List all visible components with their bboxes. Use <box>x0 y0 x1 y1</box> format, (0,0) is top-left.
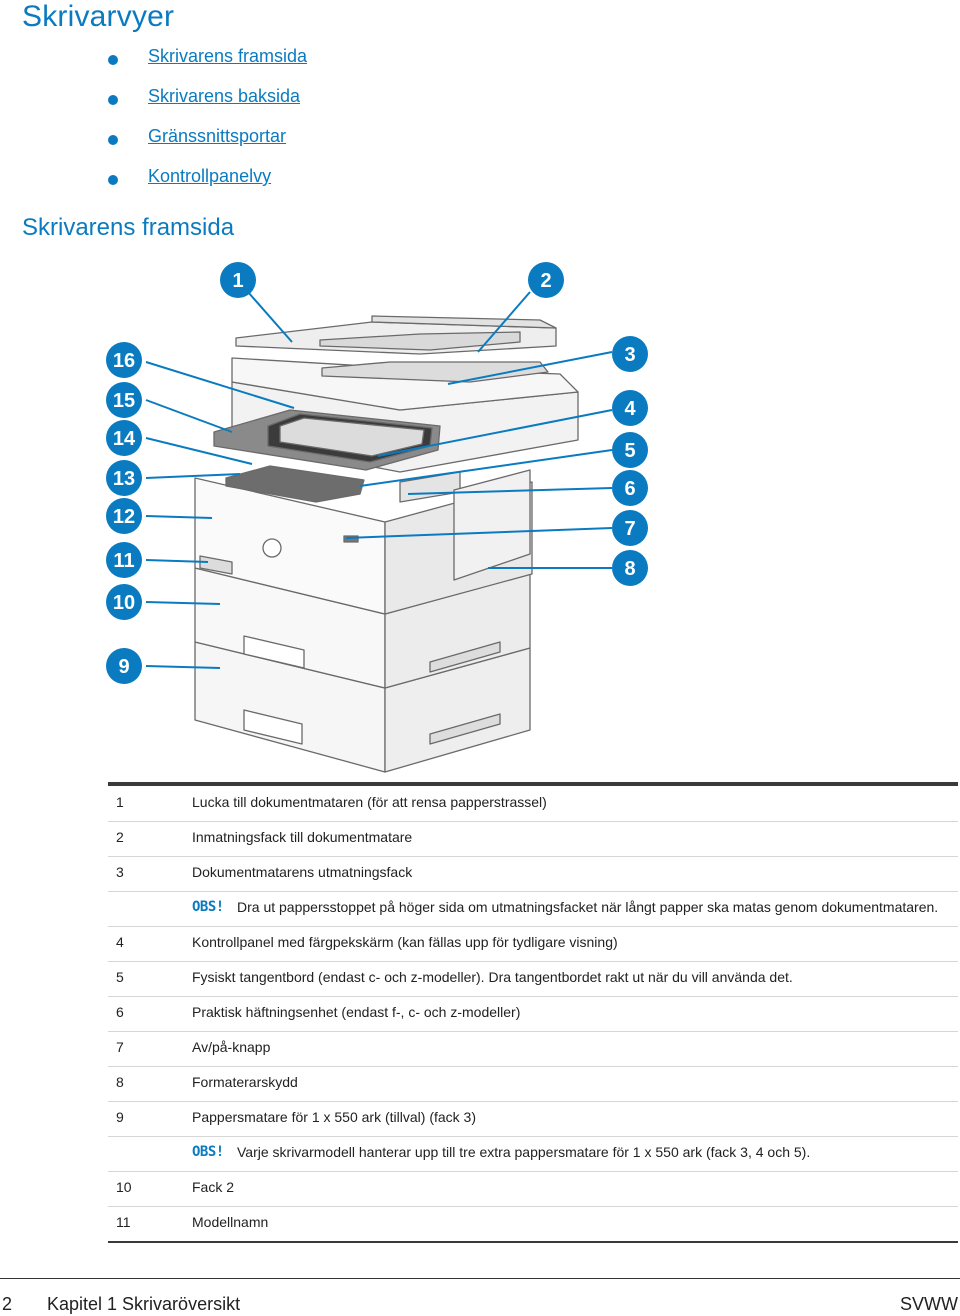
table-row: 8 Formaterarskydd <box>108 1066 958 1102</box>
row-number: 9 <box>116 1109 124 1125</box>
callout-3 <box>612 336 648 372</box>
callout-label: 11 <box>113 550 134 572</box>
row-description: Av/på-knapp <box>192 1039 271 1055</box>
row-number: 8 <box>116 1074 124 1090</box>
note-text: Varje skrivarmodell hanterar upp till tr… <box>237 1144 811 1160</box>
row-description: Fack 2 <box>192 1179 235 1195</box>
note-text: Dra ut pappersstoppet på höger sida om u… <box>237 899 939 915</box>
table-bottom-rule <box>108 1241 958 1243</box>
callout-11 <box>106 542 142 578</box>
printer-illustration: 1 2 3 4 5 6 7 8 9 10 11 12 13 14 15 16 <box>106 262 648 773</box>
callout-label: 10 <box>113 592 135 614</box>
callout-label: 9 <box>118 656 129 678</box>
row-number: 2 <box>116 829 124 845</box>
callout-label: 13 <box>113 468 135 490</box>
callout-label: 16 <box>113 350 135 372</box>
row-number: 11 <box>116 1214 131 1230</box>
row-description: Formaterarskydd <box>192 1074 298 1090</box>
callout-label: 2 <box>540 270 551 292</box>
table-row: 3 Dokumentmatarens utmatningsfack <box>108 856 958 892</box>
row-number: 3 <box>116 864 124 880</box>
row-number: 4 <box>116 934 124 950</box>
bullet-icon <box>108 55 118 65</box>
callout-label: 3 <box>624 344 635 366</box>
callout-1 <box>220 262 256 298</box>
toc-link-front[interactable]: Skrivarens framsida <box>148 46 308 66</box>
table-row: 4 Kontrollpanel med färgpekskärm (kan fä… <box>108 926 958 962</box>
bullet-icon <box>108 135 118 145</box>
callout-16 <box>106 342 142 378</box>
row-number: 1 <box>116 794 124 810</box>
toc-link-control-panel[interactable]: Kontrollpanelvy <box>148 166 272 186</box>
callout-10 <box>106 584 142 620</box>
callout-8 <box>612 550 648 586</box>
table-row: 1 Lucka till dokumentmataren (för att re… <box>108 786 958 822</box>
callout-label: 4 <box>624 398 636 420</box>
callout-12 <box>106 498 142 534</box>
leader-lines <box>145 291 613 669</box>
callout-14 <box>106 420 142 456</box>
callout-label: 5 <box>624 440 635 462</box>
callout-7 <box>612 510 648 546</box>
table-row: 7 Av/på-knapp <box>108 1031 958 1067</box>
page-number: 2 <box>2 1294 13 1314</box>
table-row: 2 Inmatningsfack till dokumentmatare <box>108 821 958 857</box>
bullet-icon <box>108 95 118 105</box>
row-description: Lucka till dokumentmataren (för att rens… <box>192 794 547 810</box>
table-row: 5 Fysiskt tangentbord (endast c- och z-m… <box>108 961 958 997</box>
callout-label: 14 <box>113 428 136 450</box>
table-row: 6 Praktisk häftningsenhet (endast f-, c-… <box>108 996 958 1032</box>
row-description: Modellnamn <box>192 1214 269 1230</box>
row-description: Praktisk häftningsenhet (endast f-, c- o… <box>192 1004 521 1020</box>
callout-labels: 1 2 3 4 5 6 7 8 9 10 11 12 13 14 15 16 <box>113 270 637 678</box>
toc-link-back[interactable]: Skrivarens baksida <box>148 86 301 106</box>
bullet-icon <box>108 175 118 185</box>
callout-label: 6 <box>624 478 635 500</box>
footer-chapter: Kapitel 1 Skrivaröversikt <box>47 1294 241 1314</box>
table-row: 9 Pappersmatare för 1 x 550 ark (tillval… <box>108 1101 958 1137</box>
callout-13 <box>106 460 142 496</box>
callout-2 <box>528 262 564 298</box>
callout-label: 7 <box>624 518 635 540</box>
callout-label: 12 <box>113 506 135 528</box>
page-title: Skrivarvyer <box>22 0 175 33</box>
table-row: 11 Modellnamn <box>108 1206 958 1241</box>
row-number: 10 <box>116 1179 132 1195</box>
row-description: Inmatningsfack till dokumentmatare <box>192 829 413 845</box>
callout-label: 1 <box>232 270 243 292</box>
table-row: 10 Fack 2 <box>108 1171 958 1207</box>
footer-doc-code: SVWW <box>900 1294 958 1314</box>
table-note-row: OBS! Dra ut pappersstoppet på höger sida… <box>108 891 958 927</box>
row-description: Dokumentmatarens utmatningsfack <box>192 864 413 880</box>
callout-label: 15 <box>113 390 135 412</box>
footer-rule <box>0 1278 960 1279</box>
table-note-row: OBS! Varje skrivarmodell hanterar upp ti… <box>108 1136 958 1172</box>
callout-5 <box>612 432 648 468</box>
row-description: Pappersmatare för 1 x 550 ark (tillval) … <box>192 1109 476 1125</box>
table-top-rule <box>108 782 958 786</box>
callout-label: 8 <box>624 558 635 580</box>
row-description: Kontrollpanel med färgpekskärm (kan fäll… <box>192 934 618 950</box>
callout-6 <box>612 470 648 506</box>
row-number: 5 <box>116 969 124 985</box>
toc-link-ports[interactable]: Gränssnittsportar <box>148 126 287 146</box>
printer-front-figure: 1 2 3 4 5 6 7 8 9 10 11 12 13 14 15 16 <box>0 250 960 790</box>
callout-9 <box>106 648 142 684</box>
callout-15 <box>106 382 142 418</box>
obs-label: OBS! <box>192 1144 224 1160</box>
printer-drawing <box>194 315 579 773</box>
section-title: Skrivarens framsida <box>22 214 235 241</box>
row-number: 6 <box>116 1004 124 1020</box>
callout-4 <box>612 390 648 426</box>
obs-label: OBS! <box>192 899 224 915</box>
row-number: 7 <box>116 1039 124 1055</box>
row-description: Fysiskt tangentbord (endast c- och z-mod… <box>192 969 793 985</box>
callout-markers <box>106 262 648 684</box>
